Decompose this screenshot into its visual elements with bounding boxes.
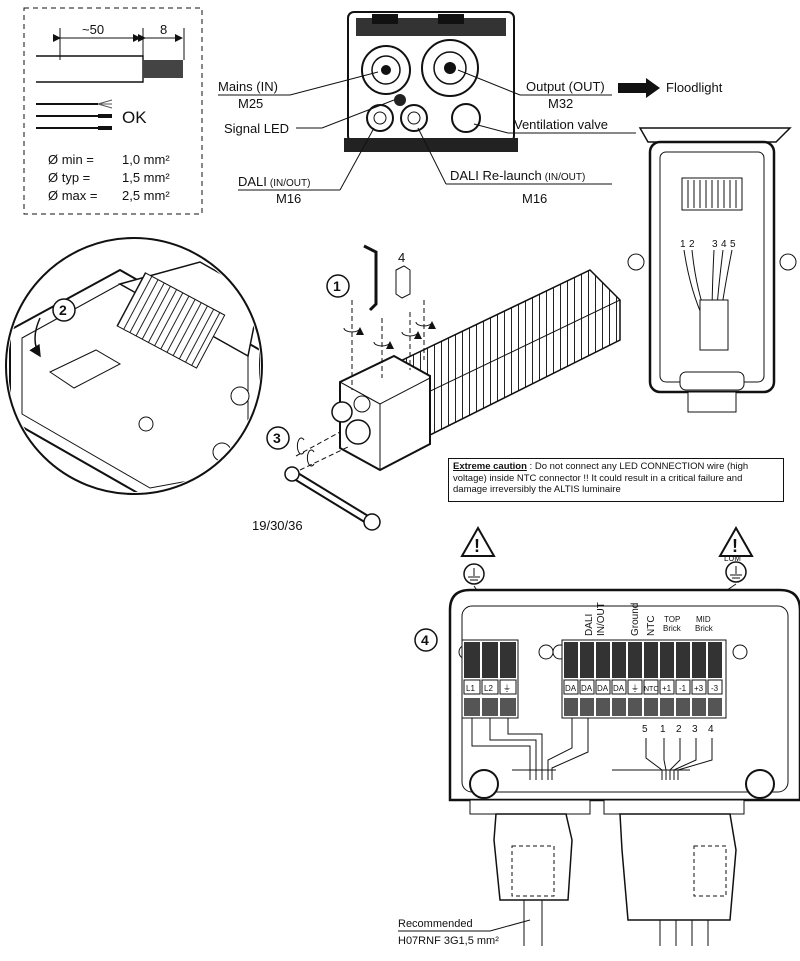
term-minus3: -3 (711, 684, 719, 693)
caution-text: : Do not connect any LED CONNECTION wire… (453, 461, 749, 495)
term-plus3: +3 (694, 684, 704, 693)
wire-num-1: 1 (660, 724, 666, 735)
max-value: 2,5 mm² (122, 188, 170, 203)
floodlight-label: Floodlight (666, 80, 723, 95)
term-da-2: DA (581, 684, 593, 693)
ntc-num-4: 4 (721, 239, 727, 250)
step-1-badge (326, 274, 350, 298)
term-da-3: DA (597, 684, 609, 693)
wire-num-2: 2 (676, 724, 682, 735)
connector-labels: Mains (IN) M25 Signal LED DALI(IN/OUT) M… (218, 69, 723, 206)
output-size: M32 (548, 96, 573, 111)
min-value: 1,0 mm² (122, 152, 170, 167)
min-label: Ø min = (48, 152, 94, 167)
term-da-1: DA (565, 684, 577, 693)
ntc-num-3: 3 (712, 239, 718, 250)
step-1-number: 1 (333, 278, 341, 294)
max-label: Ø max = (48, 188, 98, 203)
wire-spec-border (23, 7, 203, 215)
ntc-num-2: 2 (689, 239, 695, 250)
ventilation-label: Ventilation valve (514, 117, 608, 132)
header-dali-inout: IN/OUT (596, 602, 607, 636)
mains-size: M25 (238, 96, 263, 111)
wire-num-5: 5 (642, 724, 648, 735)
floodlight-arrow (618, 78, 660, 98)
warning-right-icon (718, 525, 754, 557)
caution-notice: Extreme caution : Do not connect any LED… (448, 458, 784, 502)
caution-title: Extreme caution (453, 461, 527, 472)
wire-num-4: 4 (708, 724, 714, 735)
driver-heatsink-view: 4 1 3 19/30/36 (252, 244, 621, 533)
header-dali: DALI (584, 614, 595, 636)
mains-terminal-block: L1 L2 ⏚ (461, 639, 519, 719)
term-plus1: +1 (662, 684, 672, 693)
hex-key-icon (363, 244, 378, 312)
terminal-board-view: ! ! LUM 4 L1 (398, 525, 800, 947)
step-2-badge (52, 298, 76, 322)
ventilation-valve (451, 103, 481, 133)
label-plate (48, 349, 122, 389)
signal-led (394, 94, 406, 106)
connector-face-view (344, 11, 518, 152)
term-minus1: -1 (679, 684, 687, 693)
step-3-number: 3 (273, 430, 281, 446)
step-3-badge (266, 426, 290, 450)
relaunch-size: M16 (522, 191, 547, 206)
bottom-cable-glands (469, 799, 745, 946)
warning-left-icon (460, 525, 496, 557)
term-da-4: DA (613, 684, 625, 693)
cable-recommended-label: Recommended (398, 918, 473, 930)
step-4-number: 4 (421, 632, 429, 648)
ntc-num-1: 1 (680, 239, 686, 250)
dim-end-length: 8 (160, 22, 167, 37)
output-label: Output (OUT) (526, 79, 605, 94)
wrench-sizes-label: 19/30/36 (252, 518, 303, 533)
svg-text:!: ! (474, 536, 480, 556)
header-mid: MID (696, 615, 711, 624)
mains-term-l1: L1 (466, 684, 475, 693)
mains-term-ground: ⏚ (503, 684, 511, 693)
wire-num-3: 3 (692, 724, 698, 735)
control-terminal-block: DA DA DA DA ⏚ NTC +1 -1 +3 -3 (561, 639, 727, 719)
mains-label: Mains (IN) (218, 79, 278, 94)
stripped-wire-end (143, 60, 183, 78)
wire-spec-panel: ~50 8 OK Ø min = 1,0 mm² Ø typ = 1,5 mm²… (23, 7, 203, 215)
ok-wires (36, 99, 113, 130)
luminaire-open-view: 1 2 3 4 5 (627, 127, 797, 413)
lum-label: LUM (724, 554, 741, 563)
typ-label: Ø typ = (48, 170, 90, 185)
relaunch-label: DALI Re-launch(IN/OUT) (450, 168, 585, 183)
dali-size: M16 (276, 191, 301, 206)
header-top-brick: Brick (663, 624, 682, 633)
header-top: TOP (664, 615, 680, 624)
typ-value: 1,5 mm² (122, 170, 170, 185)
step-2-number: 2 (59, 302, 67, 318)
term-ntc: NTC (644, 686, 658, 693)
dali-label: DALI(IN/OUT) (238, 174, 310, 189)
hex-bit-icon (395, 265, 411, 299)
term-ground: ⏚ (631, 684, 639, 693)
svg-text:!: ! (732, 536, 738, 556)
header-ntc: NTC (646, 615, 657, 636)
step-2-detail-view: 2 (5, 237, 263, 495)
ntc-num-5: 5 (730, 239, 736, 250)
signal-led-label: Signal LED (224, 121, 289, 136)
ok-label: OK (122, 108, 147, 127)
hex-size-label: 4 (398, 250, 405, 265)
header-mid-brick: Brick (695, 624, 714, 633)
dim-strip-length: ~50 (82, 22, 104, 37)
mains-term-l2: L2 (484, 684, 493, 693)
cable-spec-label: H07RNF 3G1,5 mm² (398, 935, 499, 947)
header-ground: Ground (630, 603, 641, 636)
step-4-badge (414, 628, 438, 652)
